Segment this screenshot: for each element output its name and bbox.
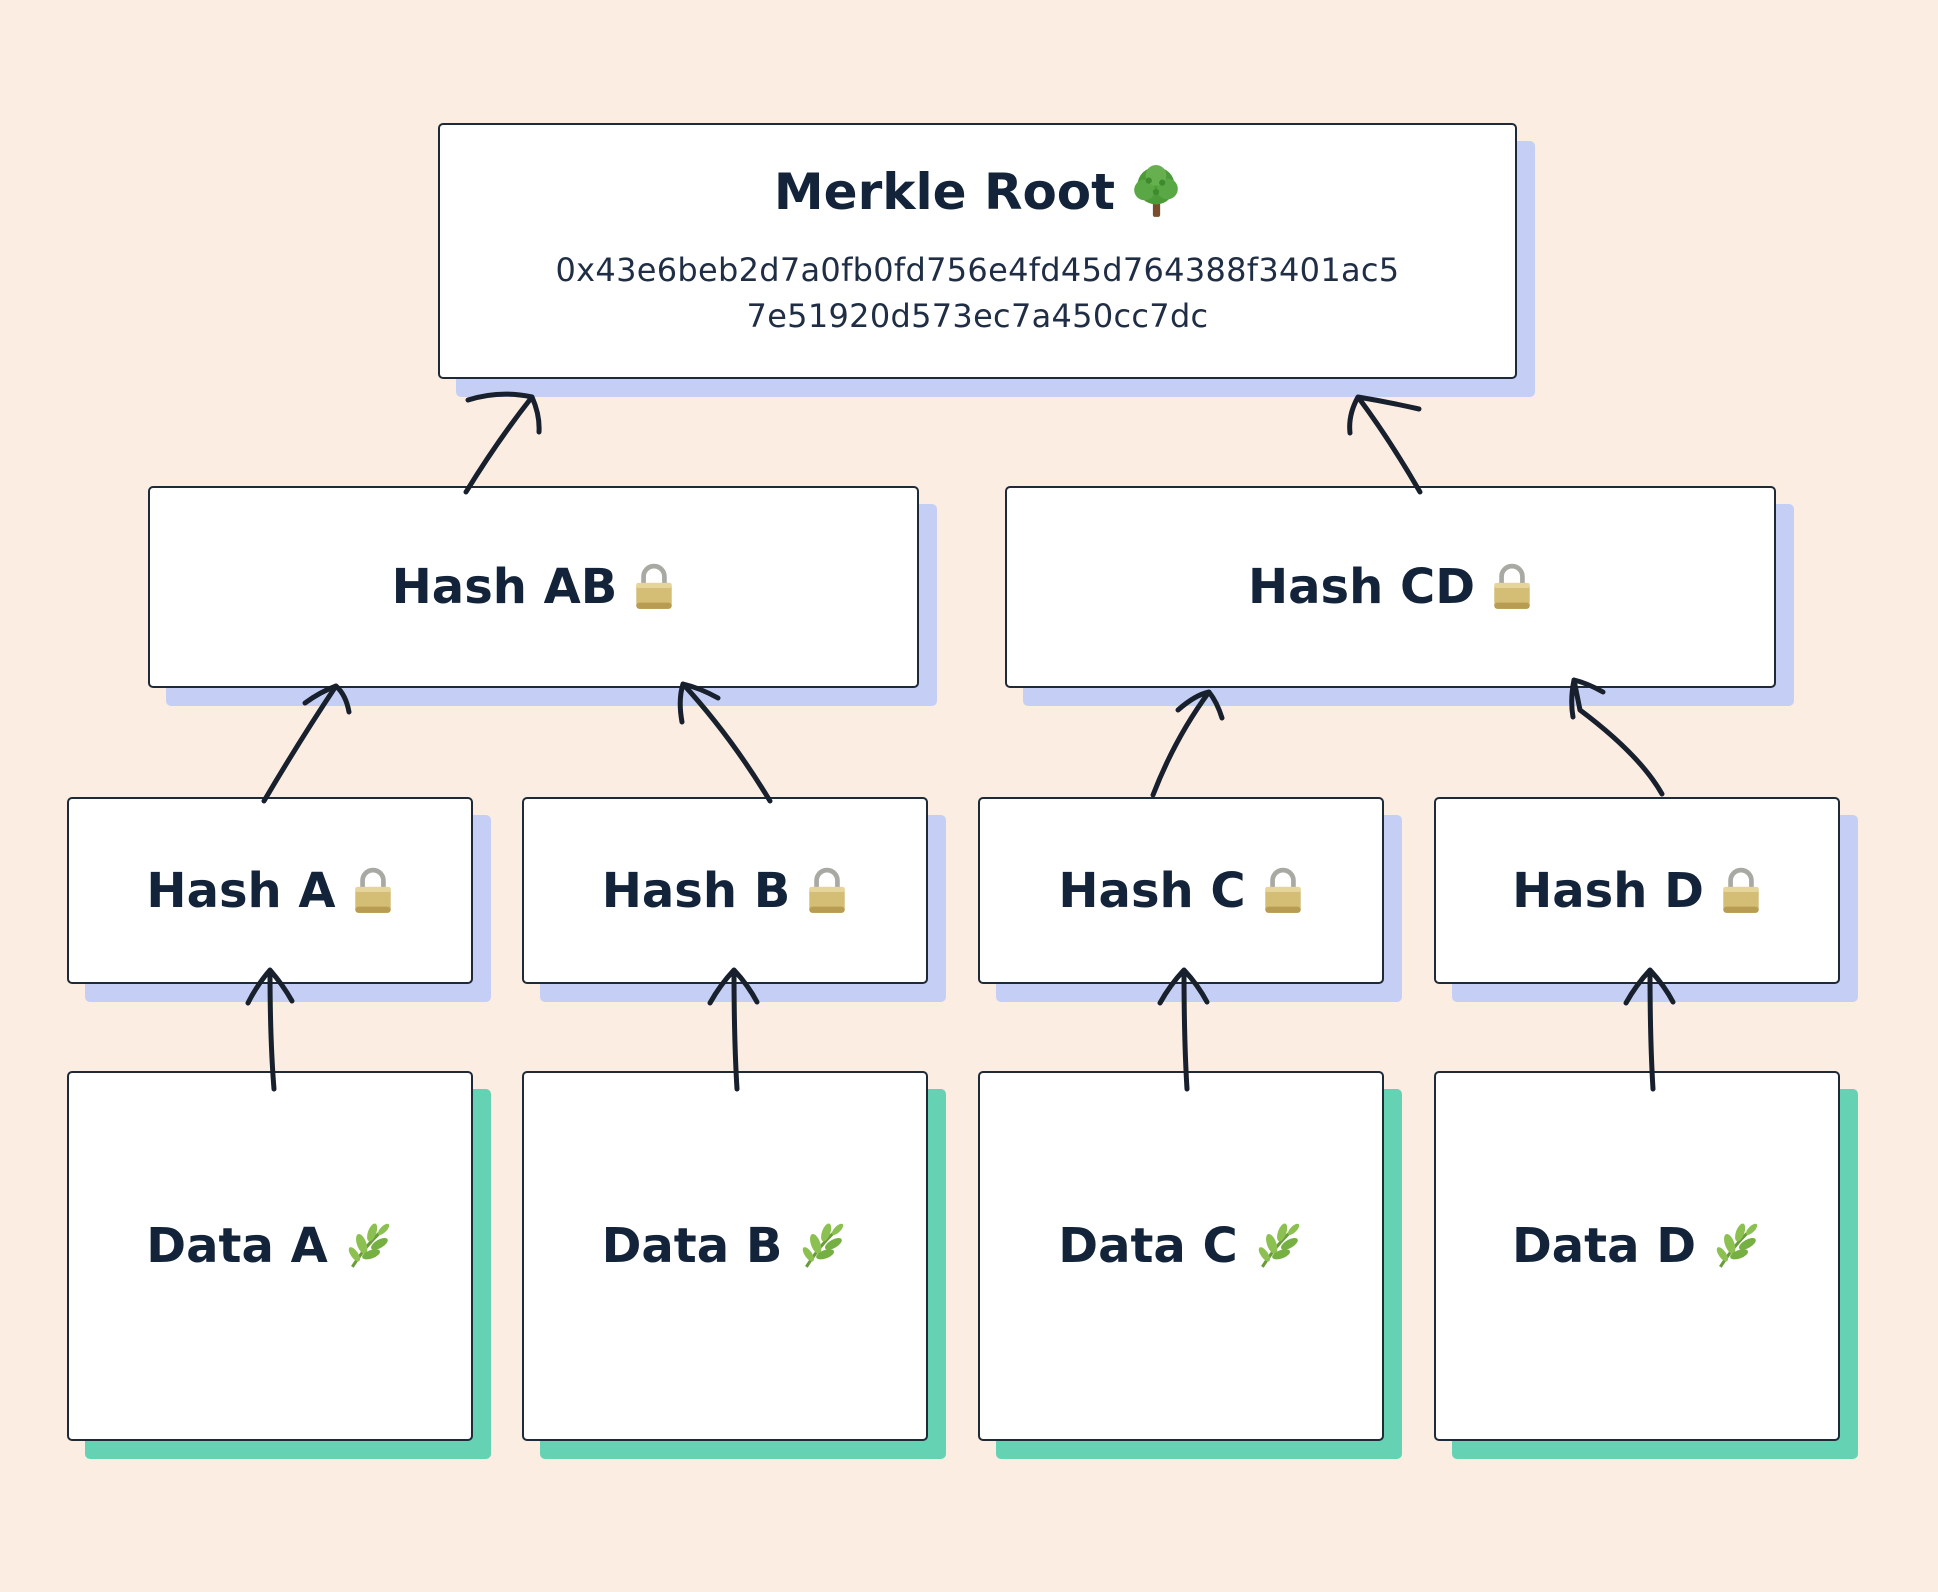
hash-a-label: Hash A	[146, 862, 336, 919]
lock-icon	[352, 867, 394, 915]
data-b-label: Data B	[601, 1218, 783, 1274]
hash-c-label: Hash C	[1058, 862, 1246, 919]
hash-b-title-row: Hash B	[602, 863, 849, 919]
lock-icon	[806, 867, 848, 915]
hash-ab-label: Hash AB	[391, 559, 618, 615]
merkle-root-node: Merkle Root 0x43e6beb2d7a0fb0fd756e4fd45…	[438, 123, 1517, 379]
data-d-title-row: Data D	[1512, 1218, 1762, 1274]
hash-d-title-row: Hash D	[1512, 863, 1762, 919]
data-d-node: Data D	[1434, 1071, 1840, 1441]
data-c-node: Data C	[978, 1071, 1384, 1441]
leaf-icon	[1254, 1221, 1304, 1271]
data-b-node: Data B	[522, 1071, 928, 1441]
data-a-title-row: Data A	[146, 1218, 393, 1274]
data-c-title-row: Data C	[1058, 1218, 1304, 1274]
data-d-label: Data D	[1511, 1218, 1697, 1274]
hash-cd-label: Hash CD	[1247, 559, 1476, 615]
lock-icon	[1720, 867, 1762, 915]
data-b-title-row: Data B	[602, 1218, 849, 1274]
lock-icon	[633, 563, 675, 611]
hash-b-label: Hash B	[601, 862, 791, 919]
leaf-icon	[344, 1221, 394, 1271]
hash-b-node: Hash B	[522, 797, 928, 984]
data-a-node: Data A	[67, 1071, 473, 1441]
hash-a-title-row: Hash A	[146, 863, 393, 919]
arrow-hash-a-to-hash-ab	[261, 683, 352, 804]
hash-cd-node: Hash CD	[1005, 486, 1776, 688]
arrow-hash-b-to-hash-ab	[677, 681, 773, 804]
data-c-label: Data C	[1058, 1218, 1238, 1274]
arrow-hash-ab-to-root	[463, 391, 542, 495]
tree-icon	[1131, 165, 1181, 219]
hash-d-node: Hash D	[1434, 797, 1840, 984]
merkle-root-hash-line1: 0x43e6beb2d7a0fb0fd756e4fd45d764388f3401…	[555, 251, 1400, 289]
hash-d-label: Hash D	[1512, 862, 1704, 919]
merkle-root-title: Merkle Root	[773, 163, 1116, 221]
hash-ab-title-row: Hash AB	[392, 559, 676, 615]
hash-ab-node: Hash AB	[148, 486, 919, 688]
lock-icon	[1491, 563, 1533, 611]
hash-c-node: Hash C	[978, 797, 1384, 984]
leaf-icon	[1712, 1221, 1762, 1271]
arrow-hash-cd-to-root	[1347, 394, 1423, 495]
lock-icon	[1262, 867, 1304, 915]
arrow-hash-d-to-hash-cd	[1569, 677, 1665, 797]
hash-c-title-row: Hash C	[1058, 863, 1303, 919]
arrow-hash-c-to-hash-cd	[1150, 689, 1225, 798]
merkle-root-hash: 0x43e6beb2d7a0fb0fd756e4fd45d764388f3401…	[556, 247, 1400, 339]
hash-cd-title-row: Hash CD	[1248, 559, 1533, 615]
merkle-root-hash-line2: 7e51920d573ec7a450cc7dc	[746, 297, 1209, 335]
data-a-label: Data A	[146, 1218, 328, 1274]
merkle-root-title-row: Merkle Root	[774, 163, 1181, 221]
hash-a-node: Hash A	[67, 797, 473, 984]
leaf-icon	[798, 1221, 848, 1271]
